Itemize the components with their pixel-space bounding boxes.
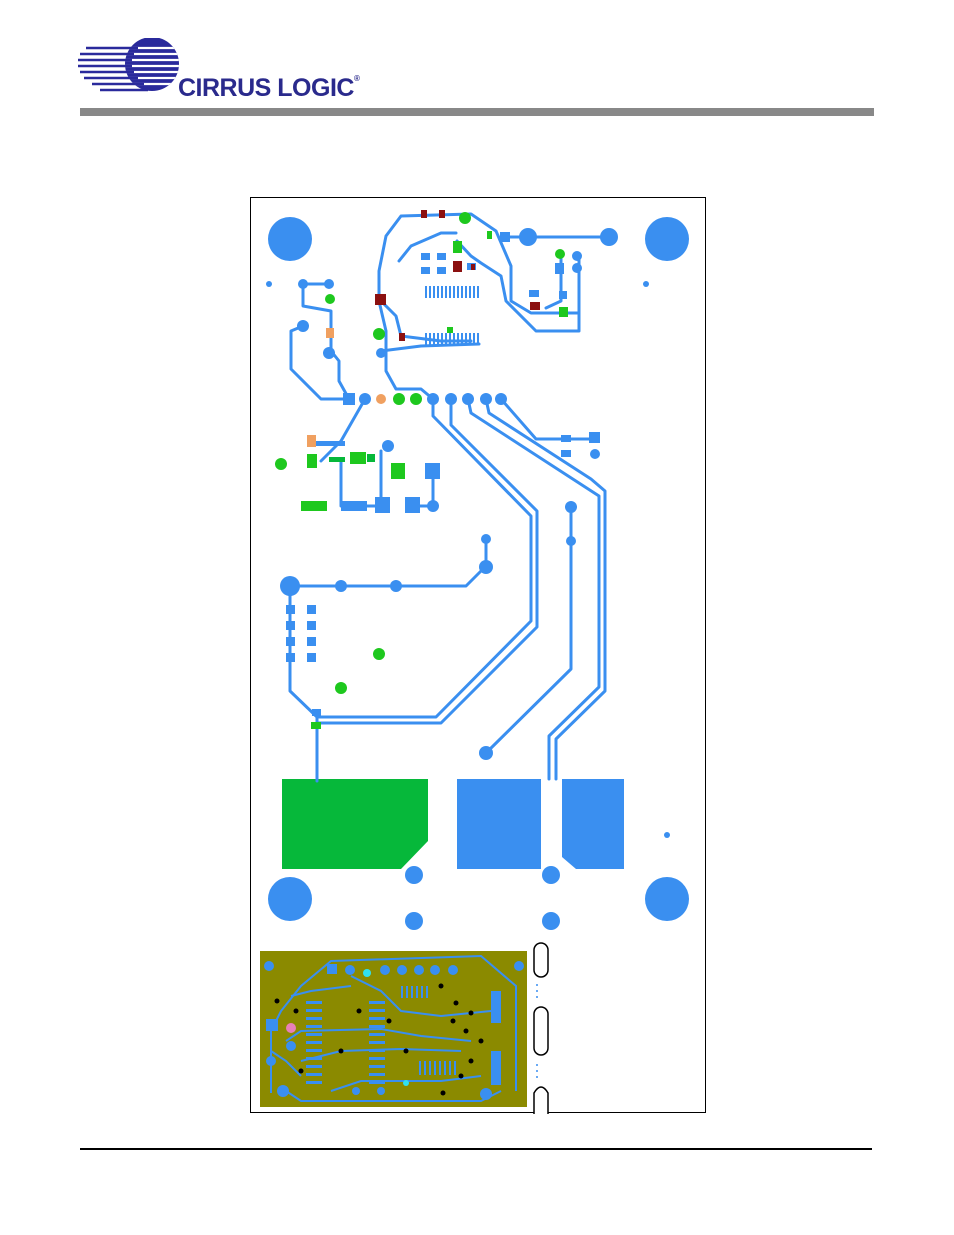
copper-pour-mid — [457, 779, 541, 869]
logo-wordmark: CIRRUS LOGIC® — [178, 74, 359, 103]
ground-pour-left — [282, 779, 428, 869]
pink-pad — [286, 1023, 296, 1033]
ic-pins — [425, 286, 479, 345]
pcb-layout-figure — [250, 197, 706, 1113]
dark-red-pads — [375, 210, 540, 341]
registered-mark: ® — [354, 74, 359, 83]
green-pads — [275, 212, 568, 729]
header-rule — [80, 108, 874, 116]
logo-globe-icon — [78, 38, 188, 108]
board-edge-slots — [534, 943, 548, 1114]
copper-pour-right — [562, 779, 624, 869]
signal-traces — [290, 214, 609, 781]
logo-wordmark-text: CIRRUS LOGIC — [178, 74, 354, 102]
olive-ground-pour — [260, 951, 527, 1107]
pcb-copper-drawing — [251, 198, 707, 1114]
footer-rule — [80, 1148, 872, 1150]
